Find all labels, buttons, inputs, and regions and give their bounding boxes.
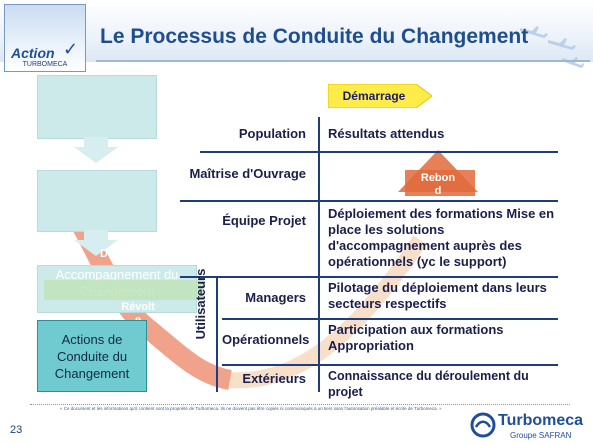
- flow-arrow-2: [74, 240, 118, 256]
- results-header: Résultats attendus: [328, 126, 445, 141]
- row-label: Extérieurs: [242, 371, 306, 386]
- footer-divider: [30, 404, 570, 405]
- table-vertical-rule: [318, 117, 320, 392]
- table-rule: [200, 151, 558, 153]
- population-header: Population: [238, 126, 306, 141]
- start-arrow: Démarrage: [328, 84, 432, 108]
- rebond-label: Rebon d: [420, 172, 456, 197]
- logo-word: Action: [11, 45, 55, 61]
- row-label: Managers: [245, 290, 306, 305]
- table-rule: [180, 200, 558, 202]
- row-value: Pilotage du déploiement dans leurs secte…: [328, 280, 547, 311]
- logo-subtitle: TURBOMECA: [22, 61, 68, 68]
- start-arrow-shape: [328, 84, 432, 108]
- title-divider: [96, 60, 590, 62]
- start-arrow-label: Démarrage: [342, 89, 406, 103]
- highlight-band: [44, 280, 204, 300]
- flow-connector-1: [84, 137, 108, 147]
- row-label: Équipe Projet: [222, 213, 306, 228]
- flow-step-2: [37, 170, 157, 232]
- table-rule: [222, 318, 558, 320]
- row-value: Participation aux formations Appropriati…: [328, 322, 504, 353]
- turbomeca-logo: Turbomeca Groupe SAFRAN: [470, 412, 584, 440]
- action-logo: Action ✓ TURBOMECA: [4, 4, 86, 72]
- table-rule: [222, 364, 558, 366]
- active-step-box: Actions de Conduite du Changement: [37, 320, 147, 392]
- confidentiality-note: « Ce document et les informations qu'il …: [60, 406, 442, 411]
- checkmark-icon: ✓: [63, 39, 79, 59]
- users-group-label: Utilisateurs: [193, 268, 208, 340]
- turbomeca-emblem-icon: [470, 412, 496, 438]
- flow-arrow-1: [74, 147, 118, 163]
- row-value: Connaissance du déroulement du projet: [328, 369, 529, 399]
- row-label: Maîtrise d'Ouvrage: [189, 166, 306, 181]
- company-name: Turbomeca: [498, 412, 584, 429]
- row-value: Déploiement des formations Mise en place…: [328, 206, 555, 269]
- table-rule: [180, 276, 558, 278]
- row-label: Opérationnels: [222, 332, 310, 347]
- deni-label: Déni: [100, 248, 124, 260]
- page-number: 23: [10, 424, 23, 436]
- active-step-label: Actions de Conduite du Changement: [54, 331, 130, 381]
- group-name: Groupe SAFRAN: [510, 431, 572, 440]
- page-title: Le Processus de Conduite du Changement: [100, 25, 529, 48]
- header-band: [0, 0, 593, 62]
- flow-step-1: [37, 75, 157, 139]
- user-group-rule: [216, 276, 218, 392]
- flow-connector-2: [84, 230, 108, 240]
